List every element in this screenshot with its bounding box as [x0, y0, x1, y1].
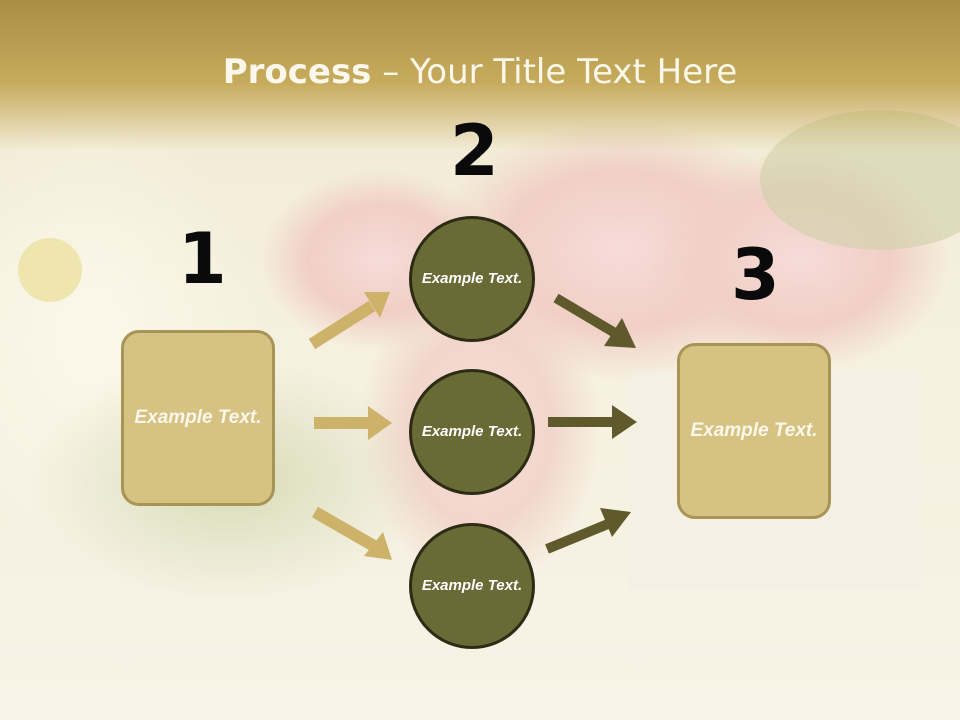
circle-middle[interactable]: Example Text.	[409, 369, 535, 495]
arrow-left-to-bottom-icon	[312, 506, 392, 560]
title-band	[0, 0, 960, 150]
step-number-1: 1	[178, 218, 227, 300]
step-number-2: 2	[450, 110, 499, 192]
circle-top[interactable]: Example Text.	[409, 216, 535, 342]
title-rest: – Your Title Text Here	[371, 52, 738, 92]
step-number-3: 3	[731, 234, 780, 316]
left-text-box[interactable]: Example Text.	[121, 330, 275, 506]
right-text-box[interactable]: Example Text.	[677, 343, 831, 519]
circle-bottom[interactable]: Example Text.	[409, 523, 535, 649]
title-bold: Process	[222, 52, 372, 92]
arrow-left-to-top-icon	[308, 292, 390, 350]
slide-title: Process – Your Title Text Here	[0, 52, 960, 92]
arrow-middle-to-right-icon	[548, 405, 637, 439]
arrow-top-to-right-icon	[553, 293, 636, 348]
arrow-left-to-middle-icon	[314, 406, 392, 440]
arrow-bottom-to-right-icon	[545, 508, 631, 554]
